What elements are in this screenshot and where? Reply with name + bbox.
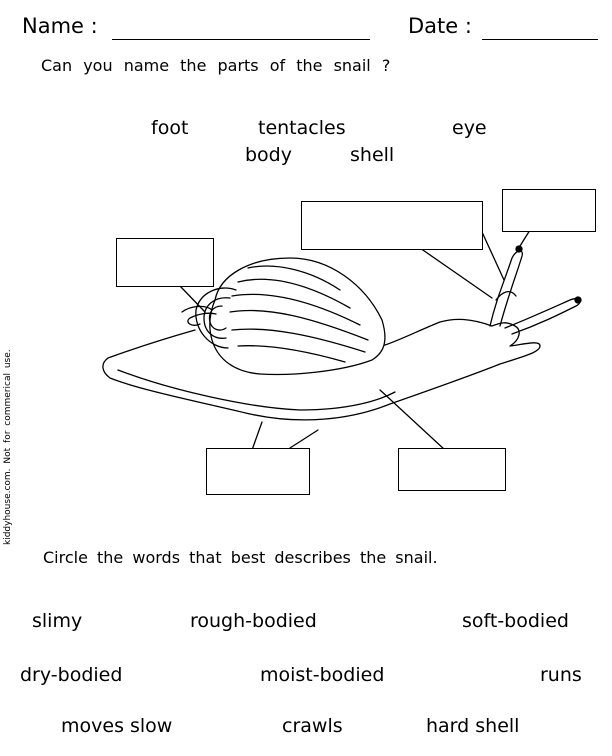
- date-label: Date :: [408, 14, 472, 38]
- word-bank-body: body: [245, 144, 292, 166]
- snail-eye-upper: [515, 245, 523, 253]
- word-bank-tentacles: tentacles: [258, 117, 346, 139]
- label-box-eye[interactable]: [502, 189, 596, 232]
- choice-rough-bodied[interactable]: rough-bodied: [190, 610, 317, 632]
- question-name-parts: Can you name the parts of the snail ?: [41, 56, 391, 75]
- label-box-shell-whorl[interactable]: [116, 238, 214, 287]
- snail-body-outline: [102, 318, 541, 421]
- choice-moist-bodied[interactable]: moist-bodied: [260, 664, 385, 686]
- snail-eye-lower: [574, 296, 582, 304]
- choice-runs[interactable]: runs: [540, 664, 582, 686]
- choice-dry-bodied[interactable]: dry-bodied: [20, 664, 123, 686]
- word-bank-shell: shell: [350, 144, 395, 166]
- snail-tentacle-lower: [504, 298, 581, 335]
- label-box-foot[interactable]: [206, 448, 310, 495]
- word-bank-foot: foot: [151, 117, 189, 139]
- snail-tentacle-upper: [489, 250, 523, 327]
- question-describe-snail: Circle the words that best describes the…: [43, 548, 438, 567]
- choice-moves-slow[interactable]: moves slow: [61, 715, 173, 737]
- choice-slimy[interactable]: slimy: [32, 610, 83, 632]
- label-box-tentacles[interactable]: [301, 201, 483, 250]
- name-field[interactable]: [112, 39, 370, 40]
- name-label: Name :: [22, 14, 98, 38]
- choice-crawls[interactable]: crawls: [282, 715, 343, 737]
- choice-hard-shell[interactable]: hard shell: [426, 715, 520, 737]
- label-box-body[interactable]: [398, 448, 506, 491]
- choice-soft-bodied[interactable]: soft-bodied: [462, 610, 569, 632]
- word-bank-eye: eye: [452, 117, 487, 139]
- date-field[interactable]: [482, 39, 598, 40]
